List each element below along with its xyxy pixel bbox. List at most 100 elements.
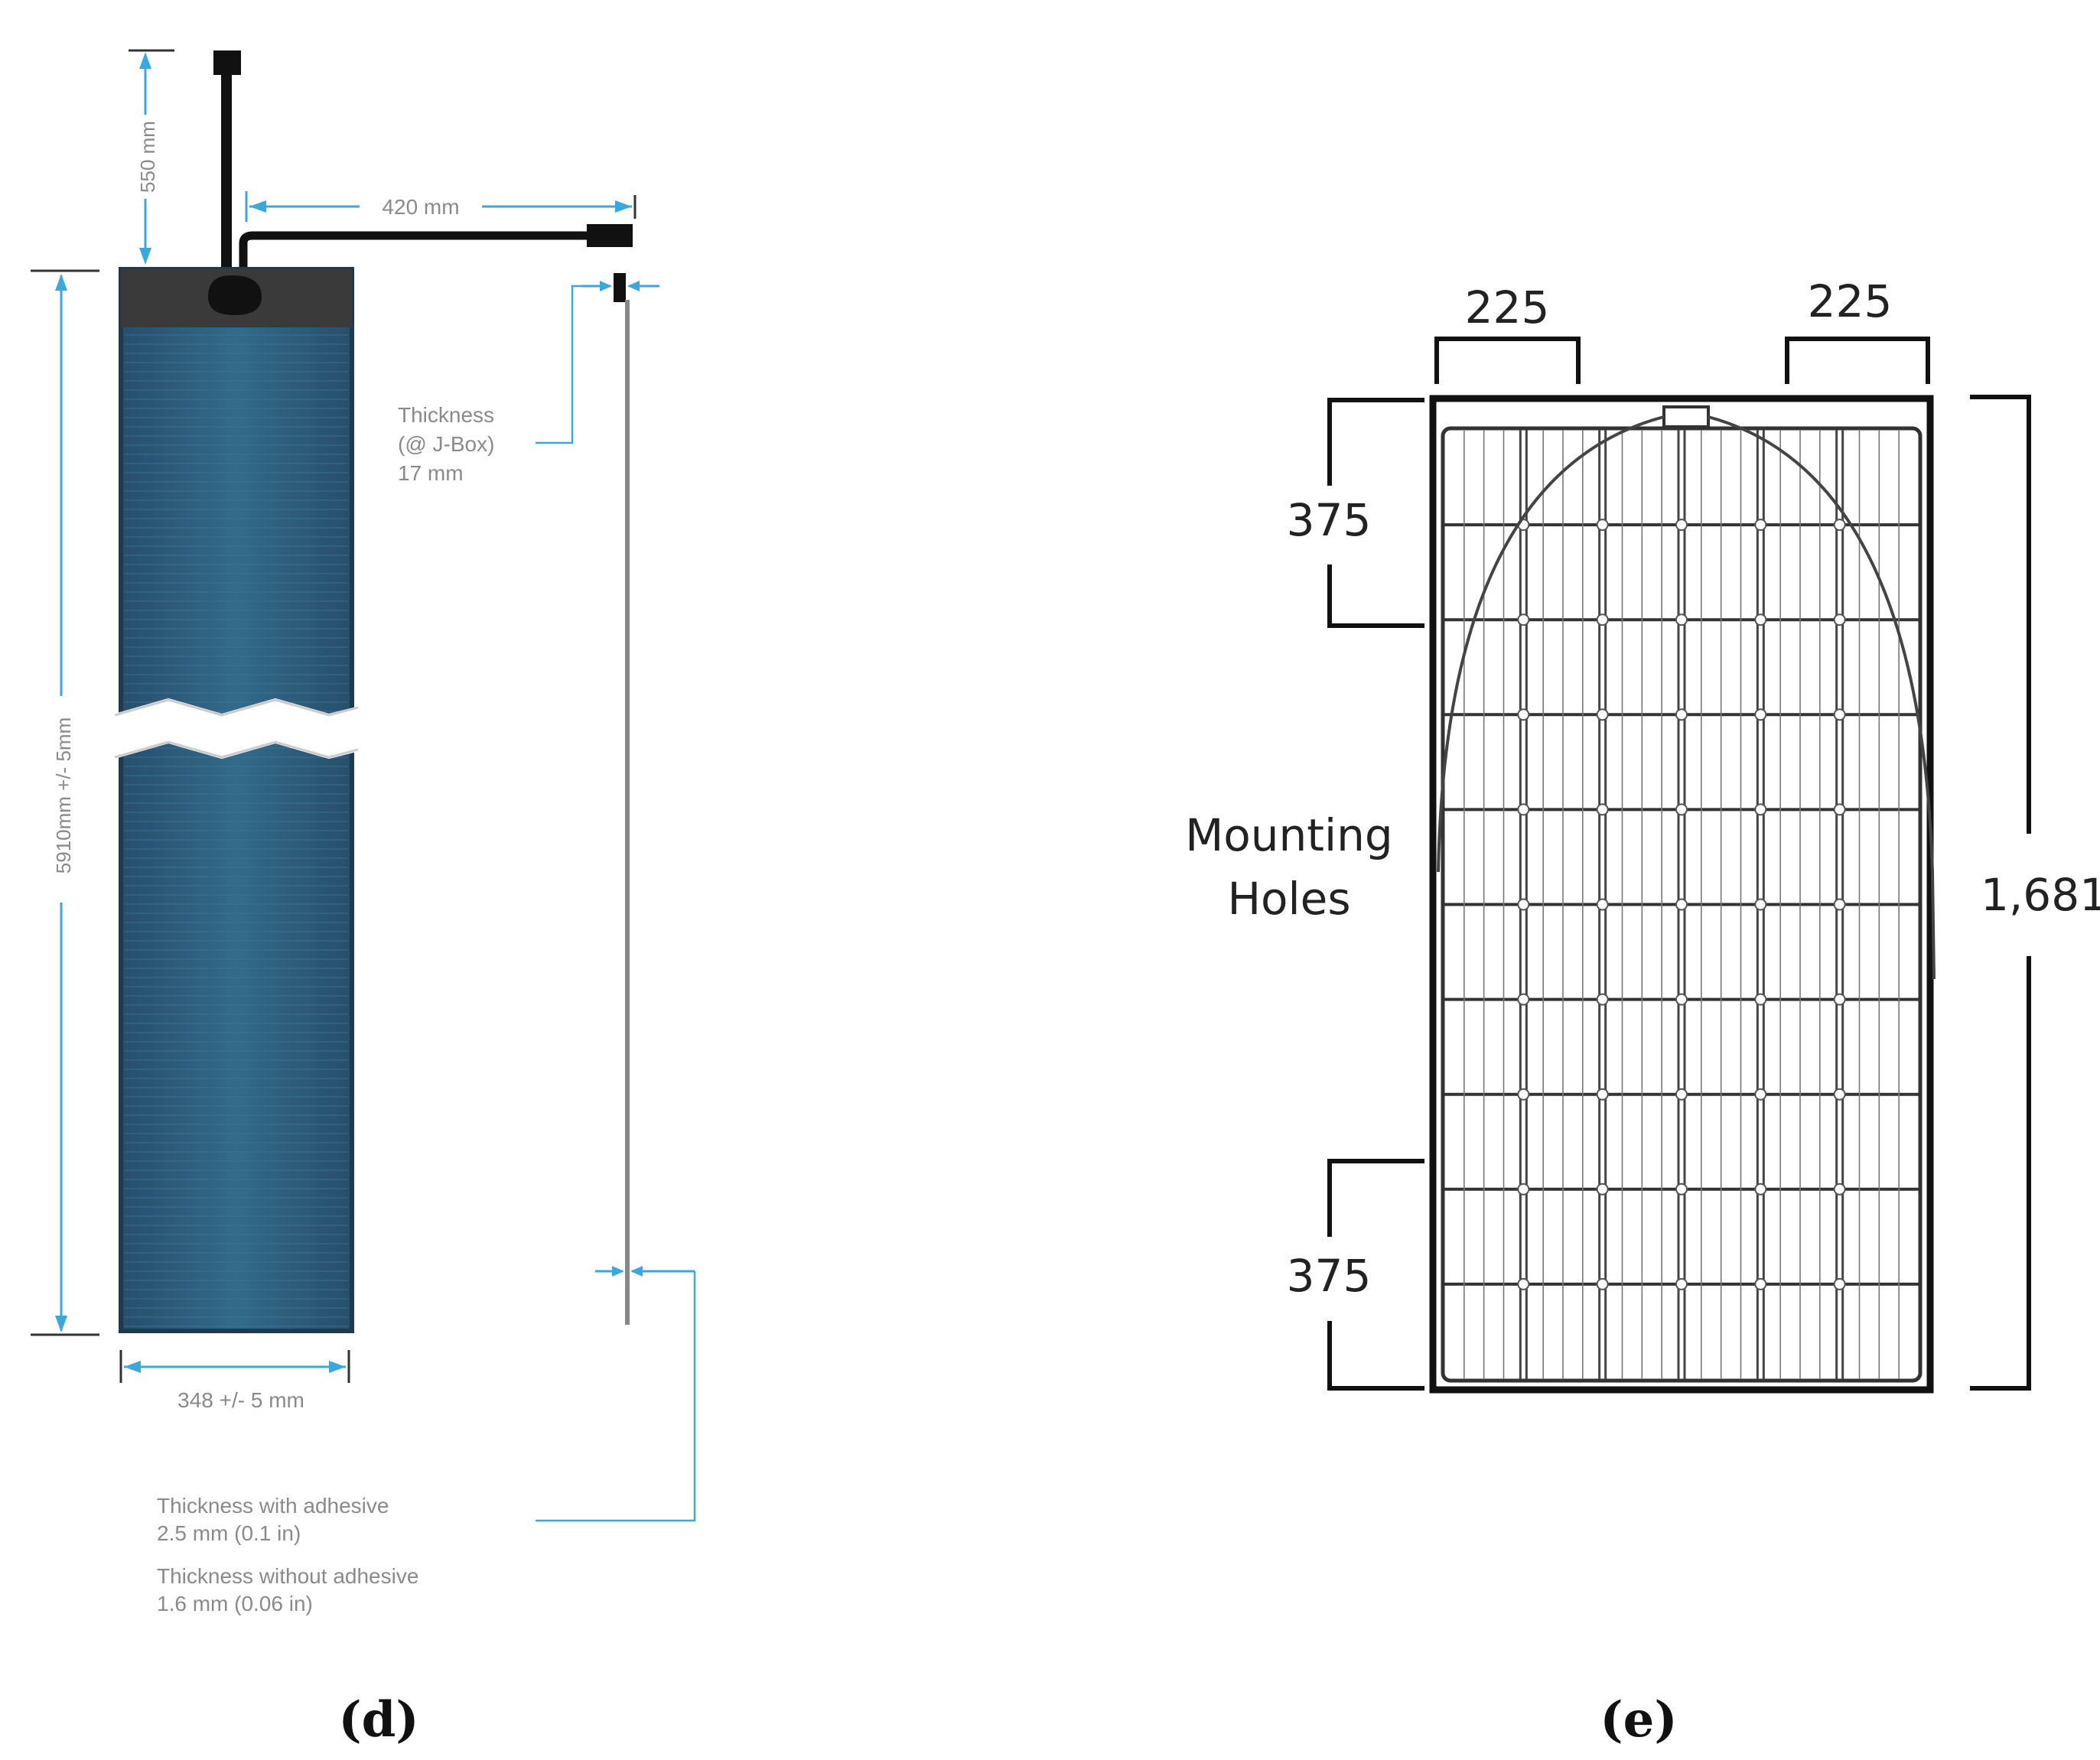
thick-with-adhesive-line-1: Thickness with adhesive [157,1494,389,1518]
dim-420-arrow-right [615,200,632,213]
dim-420-arrow-left [249,200,266,213]
thick-with-adhesive-line-2: 2.5 mm (0.1 in) [157,1521,301,1545]
solar-module-texture [125,329,348,1327]
mounting-holes-line-1: Mounting [1185,809,1392,861]
thick-jbox-leader [536,285,581,444]
cable-top [221,73,232,288]
dim-length-arrow-bottom [55,1316,67,1332]
cable-top-connector [213,50,241,75]
caption-d: (d) [338,1691,418,1749]
cable-arc [1437,415,1936,980]
dim-375-top-bracket [1327,398,1424,486]
cell-corner-node [1833,803,1846,816]
cell-corner-node [1596,613,1609,626]
cell-corner-node [1675,519,1688,532]
dim-550-arrow-bottom [139,248,151,265]
dim-225-left-bracket [1434,337,1581,384]
cell-corner-node [1596,803,1609,816]
dim-375-bottom-bracket [1327,1159,1424,1237]
cell-corner-node [1517,898,1530,911]
cell-corner-node [1596,1277,1609,1290]
dim-375-top-label: 375 [1287,494,1372,546]
dim-375-top-bracket-lower [1327,564,1424,628]
thick-module-arrowhead-left [612,1266,624,1277]
dim-550-label: 550 mm [136,121,159,193]
cell-corner-node [1754,1088,1767,1101]
dim-width-arrow-right [329,1361,346,1373]
cell-corner-node [1675,1277,1688,1290]
break-line-bottom [114,740,359,759]
panel-e: 225 225 375 375 Mounting Holes 1,681 (e) [1185,275,2100,1749]
mounting-holes-line-2: Holes [1227,873,1350,925]
cell-corner-node [1675,1183,1688,1196]
cell-corner-node [1833,898,1846,911]
cell-corner-node [1675,1088,1688,1101]
break-line-top [114,698,359,717]
cell-corner-node [1754,803,1767,816]
thick-jbox-line-2: (@ J-Box) [398,432,494,456]
cell-corner-node [1754,898,1767,911]
side-view-jbox [614,273,626,302]
dim-420-label: 420 mm [382,195,459,219]
dim-1681-bracket-bottom [1970,956,2031,1391]
cell-corner-node [1833,708,1846,721]
cell-corner-node [1517,613,1530,626]
cell-corner-node [1596,898,1609,911]
thick-without-adhesive-line-2: 1.6 mm (0.06 in) [157,1592,313,1615]
thick-jbox-arrowhead-left [600,281,612,291]
dim-375-bottom-bracket-lower [1327,1321,1424,1391]
thick-without-adhesive-line-1: Thickness without adhesive [157,1564,418,1588]
junction-box-top [1662,405,1710,428]
dim-225-left-label: 225 [1465,281,1550,333]
panel-d: 550 mm 420 mm 5910mm +/- 5mm 348 +/- 5 m… [31,49,696,1749]
dim-length-arrow-top [55,274,67,291]
junction-box [208,275,262,315]
cell-corner-node [1754,993,1767,1006]
cell-corner-node [1517,993,1530,1006]
cell-corner-node [1596,1088,1609,1101]
cell-corner-node [1596,519,1609,532]
cell-corner-node [1754,613,1767,626]
cell-corner-node [1675,613,1688,626]
thick-module-arrowhead-right [630,1266,643,1277]
cell-corner-node [1517,1277,1530,1290]
thick-module-leader [536,1271,696,1522]
cell-corner-node [1754,1183,1767,1196]
dim-1681-bracket-top [1970,395,2031,834]
cell-corner-node [1517,803,1530,816]
cell-corner-node [1833,519,1846,532]
cell-corner-node [1517,1183,1530,1196]
cell-corner-node [1833,1277,1846,1290]
cell-corner-node [1675,803,1688,816]
thick-jbox-arrowhead-right [627,281,640,291]
dim-length-label: 5910mm +/- 5mm [52,717,75,873]
cell-corner-node [1675,993,1688,1006]
thick-jbox-line-3: 17 mm [398,461,464,485]
dim-225-right-label: 225 [1808,275,1893,327]
cell-corner-node [1517,1088,1530,1101]
caption-e: (e) [1600,1691,1677,1749]
cable-side [239,231,591,275]
cell-corner-node [1833,613,1846,626]
dim-550-arrow-top [139,52,151,69]
cell-corner-node [1754,519,1767,532]
cell-corner-node [1675,708,1688,721]
cell-corner-node [1833,993,1846,1006]
cell-grid [1444,430,1919,1379]
cell-corner-node [1675,898,1688,911]
side-view-module [625,300,630,1325]
dim-width-arrow-left [124,1361,141,1373]
dim-375-bottom-label: 375 [1287,1250,1372,1302]
cell-corner-node [1754,708,1767,721]
cell-corner-node [1596,993,1609,1006]
dim-225-right-bracket [1785,337,1930,384]
dim-1681-label: 1,681 [1981,869,2100,921]
dim-width-label: 348 +/- 5 mm [177,1388,304,1412]
cell-corner-node [1833,1183,1846,1196]
cable-side-connector [587,224,633,247]
thick-jbox-line-1: Thickness [398,403,494,427]
cell-corner-node [1833,1088,1846,1101]
cell-corner-node [1754,1277,1767,1290]
cell-corner-node [1517,708,1530,721]
cell-corner-node [1596,1183,1609,1196]
